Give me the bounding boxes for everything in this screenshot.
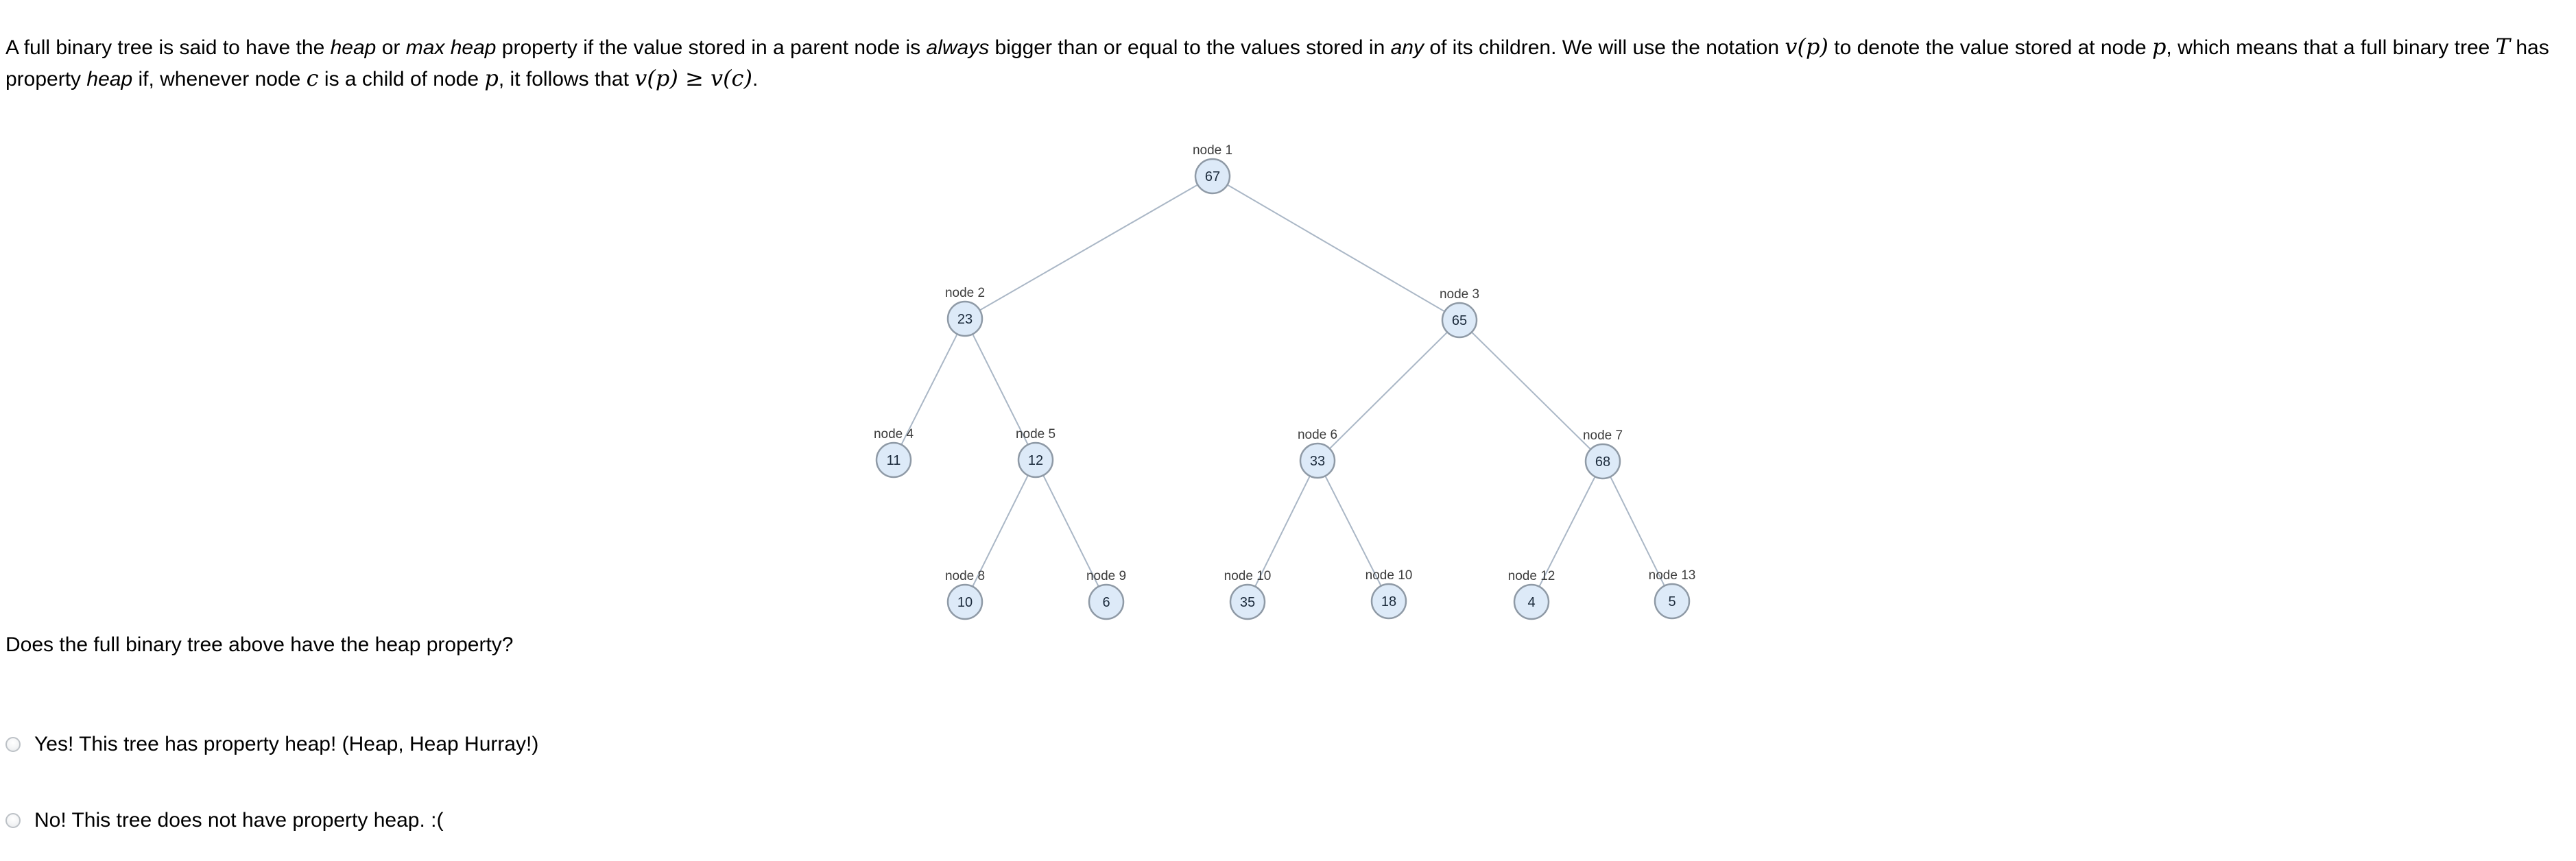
tree-node-value: 65	[1452, 313, 1467, 328]
tree-node-label: node 5	[1016, 427, 1056, 441]
tree-node-circle	[1088, 583, 1125, 620]
intro-segment-italic: always	[926, 36, 990, 59]
answer-option-yes[interactable]: Yes! This tree has property heap! (Heap,…	[5, 729, 538, 760]
tree-node-circle	[946, 300, 983, 337]
tree-node-label: node 10	[1224, 569, 1272, 583]
tree-node-circle	[1441, 302, 1478, 339]
tree-edge	[964, 175, 1213, 319]
intro-segment-plain: .	[752, 68, 759, 90]
tree-node-value: 68	[1595, 454, 1610, 470]
tree-node-label: node 13	[1649, 568, 1696, 583]
tree-node-label: node 1	[1193, 143, 1232, 158]
tree-edge	[1531, 461, 1603, 603]
tree-node-value: 23	[957, 312, 973, 327]
tree-node-circle	[1299, 442, 1336, 479]
tree-node-label: node 12	[1508, 569, 1555, 583]
answer-option-no-label[interactable]: No! This tree does not have property hea…	[34, 809, 444, 832]
tree-edge	[964, 459, 1036, 603]
tree-node-value: 6	[1102, 595, 1110, 610]
intro-segment-plain: has property	[5, 36, 2549, 90]
tree-edge	[1317, 460, 1390, 602]
intro-segment-math: v(p)	[1785, 34, 1828, 60]
tree-node-circle	[1370, 583, 1407, 620]
tree-edge	[964, 318, 1036, 461]
answer-option-yes-label[interactable]: Yes! This tree has property heap! (Heap,…	[34, 733, 539, 755]
tree-node-value: 33	[1310, 454, 1325, 469]
intro-segment-math: c	[306, 65, 319, 91]
tree-edge	[1602, 461, 1673, 602]
tree-node-value: 12	[1028, 453, 1043, 468]
tree-node-label: node 9	[1086, 569, 1126, 583]
tree-node-value: 10	[957, 595, 973, 610]
tree-node-label: node 8	[945, 569, 985, 583]
radio-button-yes-icon[interactable]	[5, 736, 21, 752]
question-intro-text: A full binary tree is said to have the h…	[5, 32, 2571, 95]
tree-node-label: node 6	[1298, 428, 1337, 442]
intro-segment-math: p	[2151, 34, 2167, 60]
tree-edge	[1459, 319, 1603, 462]
intro-segment-italic: heap	[86, 68, 133, 90]
tree-node-label: node 3	[1440, 287, 1479, 302]
intro-segment-plain: to denote the value stored at node	[1828, 36, 2152, 59]
intro-segment-math: v(p) ≥ v(c)	[634, 65, 752, 91]
tree-node-circle	[1584, 443, 1621, 480]
question-prompt: Does the full binary tree above have the…	[5, 633, 514, 656]
tree-node-label: node 4	[874, 427, 914, 441]
answer-option-no[interactable]: No! This tree does not have property hea…	[5, 805, 443, 836]
tree-node-circle	[1017, 441, 1054, 478]
intro-segment-math: p	[484, 65, 499, 91]
intro-segment-italic: heap	[330, 36, 377, 59]
intro-segment-plain: if, whenever node	[132, 68, 307, 90]
tree-edge	[1247, 460, 1318, 603]
intro-segment-italic: max heap	[405, 36, 497, 59]
radio-button-no-icon[interactable]	[5, 812, 21, 828]
tree-node-value: 35	[1240, 595, 1255, 610]
tree-node-circle	[875, 441, 912, 478]
tree-edge	[1317, 319, 1460, 461]
tree-node-value: 67	[1205, 169, 1220, 184]
tree-node-circle	[1229, 583, 1266, 620]
intro-segment-math: T	[2495, 34, 2510, 60]
intro-segment-plain: property if the value stored in a parent…	[496, 36, 927, 59]
tree-node-circle	[1654, 583, 1691, 620]
tree-node-label: node 2	[945, 286, 985, 300]
tree-node-label: node 10	[1365, 568, 1413, 583]
intro-segment-plain: of its children. We will use the notatio…	[1423, 36, 1785, 59]
intro-segment-plain: is a child of node	[318, 68, 485, 90]
tree-node-label: node 7	[1583, 428, 1623, 443]
tree-node-value: 11	[887, 453, 901, 468]
tree-node-circle	[1513, 583, 1550, 620]
intro-segment-plain: , it follows that	[498, 68, 635, 90]
tree-node-value: 5	[1668, 594, 1675, 609]
intro-segment-plain: A full binary tree is said to have the	[5, 36, 331, 59]
tree-node-value: 18	[1381, 594, 1396, 609]
tree-edge	[1212, 175, 1460, 321]
intro-segment-plain: , which means that a full binary tree	[2166, 36, 2496, 59]
tree-edge	[1035, 459, 1107, 603]
intro-segment-plain: or	[376, 36, 406, 59]
tree-node-value: 4	[1527, 595, 1535, 610]
intro-segment-italic: any	[1390, 36, 1424, 59]
tree-node-circle	[946, 583, 983, 620]
intro-segment-plain: bigger than or equal to the values store…	[989, 36, 1391, 59]
tree-node-circle	[1194, 158, 1231, 195]
tree-edge	[893, 318, 966, 461]
